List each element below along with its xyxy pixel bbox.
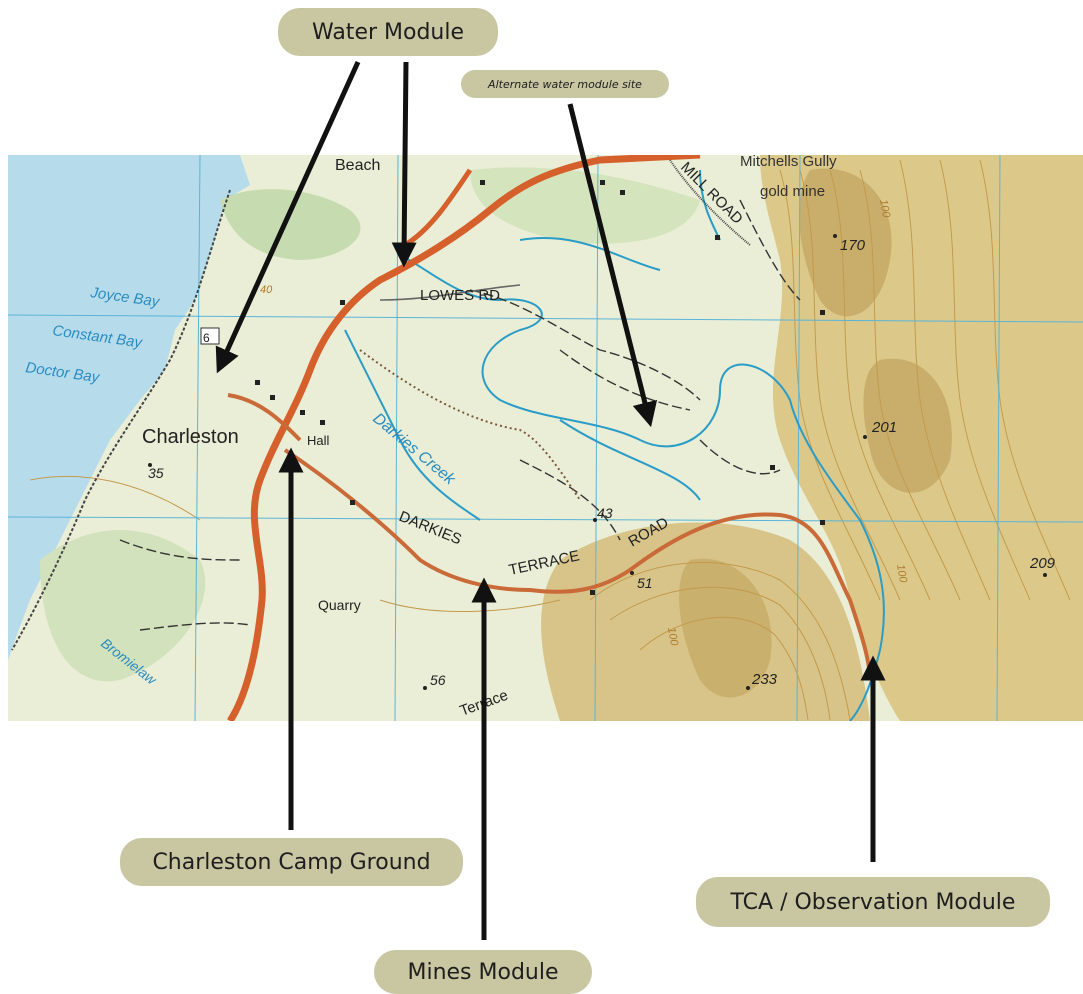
local-road (227, 393, 302, 442)
spot-height: 43 (597, 505, 613, 521)
spot-height-dots (148, 234, 1047, 690)
label-lowes-rd: LOWES RD (420, 287, 500, 304)
callout-water-module: Water Module (278, 8, 498, 56)
contour-label: 100 (665, 626, 680, 647)
callout-mines-module: Mines Module (374, 950, 592, 994)
arrow-alternate-site (567, 103, 658, 428)
label-charleston: Charleston (142, 426, 239, 448)
contour-label: 100 (877, 198, 892, 219)
highway-branch (403, 168, 473, 248)
spot-height: 201 (871, 419, 897, 436)
arrow-water-module-1 (215, 60, 361, 374)
spot-height: 233 (751, 671, 778, 688)
streams (344, 169, 885, 721)
darkies-terrace-road (283, 448, 872, 681)
bush-patch (40, 530, 206, 682)
label-gold-mine: gold mine (760, 183, 825, 200)
arrow-water-module-2 (391, 61, 417, 268)
label-hall: Hall (307, 433, 330, 448)
spot-height: 56 (430, 672, 446, 688)
contour-label: 100 (894, 563, 909, 584)
route-shield (200, 327, 220, 345)
label-route-number: 6 (203, 331, 210, 345)
spot-height: 209 (1029, 555, 1056, 572)
hill-terrain (799, 168, 892, 317)
callout-tca-module: TCA / Observation Module (696, 877, 1050, 927)
label-mitchells-gully: Mitchells Gully (740, 153, 837, 170)
hill-terrain (863, 358, 952, 493)
lowes-road (379, 284, 521, 301)
buildings (255, 180, 825, 595)
spot-height: 35 (148, 465, 164, 481)
mill-road (669, 159, 751, 246)
callout-alternate-site: Alternate water module site (461, 70, 669, 98)
map-area: Beach Joyce Bay Constant Bay Doctor Bay … (8, 153, 1083, 721)
sea (8, 155, 250, 660)
label-quarry: Quarry (318, 597, 361, 613)
label-beach: Beach (335, 157, 380, 174)
hill-terrain (679, 558, 772, 698)
spot-height: 51 (637, 575, 653, 591)
coastline-rocks (11, 189, 231, 651)
callout-camp-ground: Charleston Camp Ground (120, 838, 463, 886)
bush-patch (220, 189, 361, 260)
pointer-arrows (215, 60, 886, 940)
tracks (119, 199, 801, 631)
contour-label: 40 (260, 284, 273, 296)
spot-height: 170 (840, 237, 866, 254)
contour-lines (29, 159, 1071, 721)
highway (227, 155, 701, 721)
